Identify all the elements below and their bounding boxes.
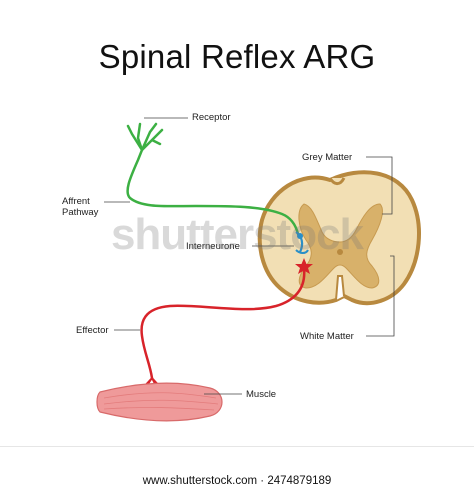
label-grey-matter: Grey Matter [302, 152, 353, 163]
anterior-median-fissure [335, 275, 345, 301]
label-white-matter: White Matter [300, 331, 354, 342]
leader-lines [104, 117, 395, 395]
footer-text: www.shutterstock.com · 2474879189 [142, 475, 332, 487]
label-effector: Effector [76, 325, 109, 336]
label-afferent-line1: Affrent [62, 196, 90, 207]
label-muscle: Muscle [246, 389, 277, 400]
label-interneurone: Interneurone [186, 241, 240, 252]
motor-neuron-cell-body [295, 258, 313, 274]
interneurone-synapse [295, 231, 309, 254]
label-receptor: Receptor [192, 112, 231, 123]
footer-bar: www.shutterstock.com · 2474879189 [0, 446, 474, 490]
label-afferent-line2: Pathway [62, 207, 99, 218]
diagram-title: Spinal Reflex ARG [98, 38, 376, 75]
muscle [96, 382, 223, 422]
watermark: shutterstock [110, 210, 364, 259]
central-canal [337, 249, 343, 255]
receptor-branches [126, 122, 164, 152]
afferent-pathway [126, 122, 300, 236]
reflex-arc-diagram [96, 117, 421, 422]
posterior-median-sulcus [328, 177, 346, 186]
